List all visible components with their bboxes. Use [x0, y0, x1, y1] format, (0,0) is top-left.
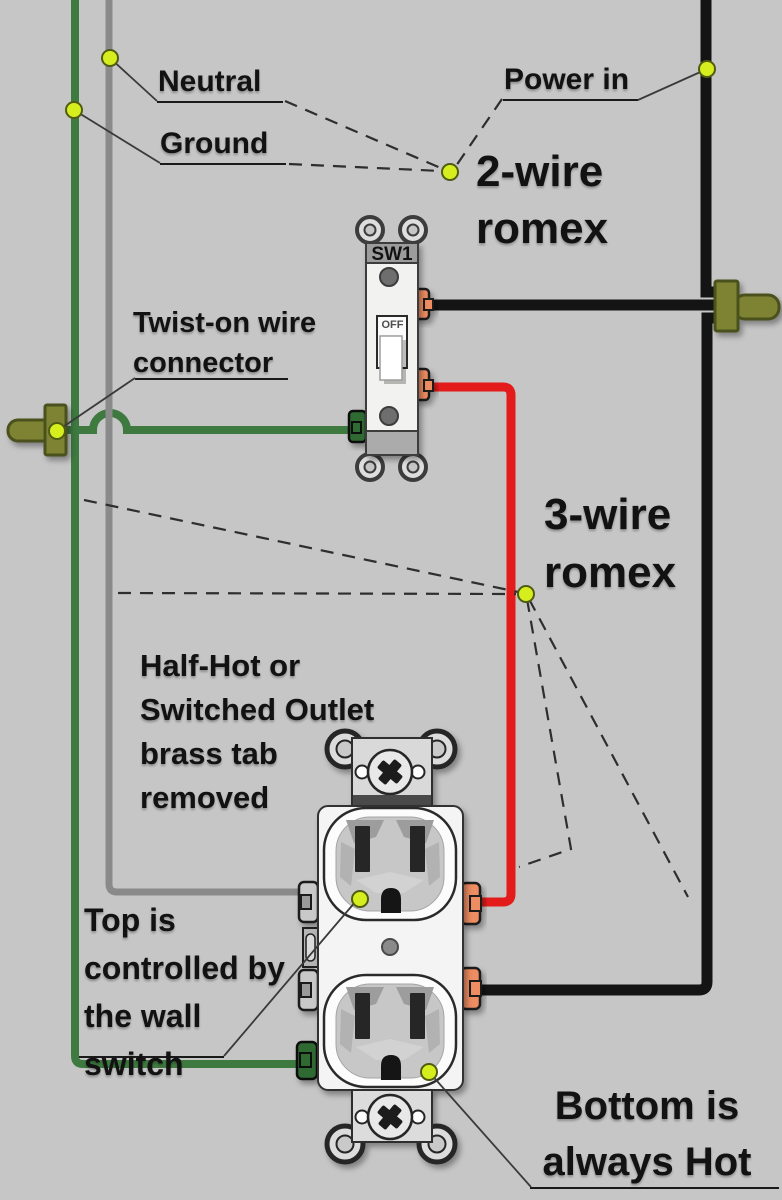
- outlet-slot: [355, 993, 370, 1039]
- strap-notch: [354, 1109, 370, 1125]
- neutral-wire: [105, 0, 304, 896]
- outlet-slot: [410, 826, 425, 872]
- outlet-socket-top: [322, 806, 458, 922]
- dot-power-in: [698, 60, 716, 78]
- switch-terminal-ground: [347, 409, 368, 444]
- dot-bottom-socket: [420, 1063, 438, 1081]
- label-2-wire-romex: 2-wire romex: [476, 147, 609, 253]
- twist-connector-right: [713, 279, 781, 333]
- outlet-terminal-silver-bottom: [297, 968, 320, 1012]
- outlet-mounting-strap-top: [324, 728, 458, 807]
- switch-toggle-lever: [379, 335, 403, 381]
- label-half-hot-outlet: Half-Hot or Switched Outlet brass tab re…: [140, 648, 375, 815]
- leader-lines: [56, 57, 708, 1188]
- label-ground: Ground: [160, 127, 269, 160]
- outlet-terminal-ground: [295, 1040, 319, 1081]
- outlet-terminal-silver-top: [297, 880, 320, 924]
- duplex-outlet: [295, 728, 482, 1165]
- dot-ground-wire: [65, 101, 83, 119]
- dot-2wire-romex: [441, 163, 459, 181]
- switch-name-band: [365, 242, 419, 264]
- ground-jumper-wire: [58, 409, 352, 434]
- outlet-slot: [355, 826, 370, 872]
- label-underlines: [79, 99, 779, 1189]
- callout-dots: [48, 49, 716, 1081]
- label-power-in: Power in: [504, 63, 630, 96]
- dot-neutral-wire: [101, 49, 119, 67]
- switch-name-label: SW1: [371, 244, 413, 265]
- label-3-wire-romex: 3-wire romex: [544, 490, 677, 597]
- strap-notch: [410, 764, 426, 780]
- outlet-socket-bottom: [322, 973, 458, 1089]
- phillips-cross-icon: [377, 1104, 403, 1130]
- switch-off-label: OFF: [381, 319, 404, 331]
- outlet-ground-hole: [381, 1055, 401, 1080]
- switched-wire: [429, 382, 516, 907]
- dot-3wire-romex: [517, 585, 535, 603]
- strap-notch: [410, 1109, 426, 1125]
- dot-top-socket: [351, 890, 369, 908]
- outlet-center-screw: [381, 938, 399, 956]
- label-top-controlled: Top is controlled by the wall switch: [84, 902, 285, 1082]
- hot-wire-to-outlet: [477, 312, 719, 996]
- switch-screw-top: [379, 267, 399, 287]
- label-neutral: Neutral: [158, 65, 262, 98]
- switch-screw-bottom: [379, 406, 399, 426]
- wall-switch: [347, 215, 434, 482]
- switch-body: [365, 242, 419, 456]
- label-twist-on-connector: Twist-on wire connector: [133, 307, 317, 379]
- romex-dashed-lines: [83, 98, 689, 898]
- phillips-cross-icon: [377, 759, 403, 785]
- outlet-slot: [410, 993, 425, 1039]
- label-bottom-always-hot: Bottom is always Hot: [542, 1084, 752, 1184]
- outlet-mounting-strap-bottom: [324, 1089, 458, 1165]
- dot-twist-connector: [48, 422, 66, 440]
- outlet-ground-hole: [381, 888, 401, 913]
